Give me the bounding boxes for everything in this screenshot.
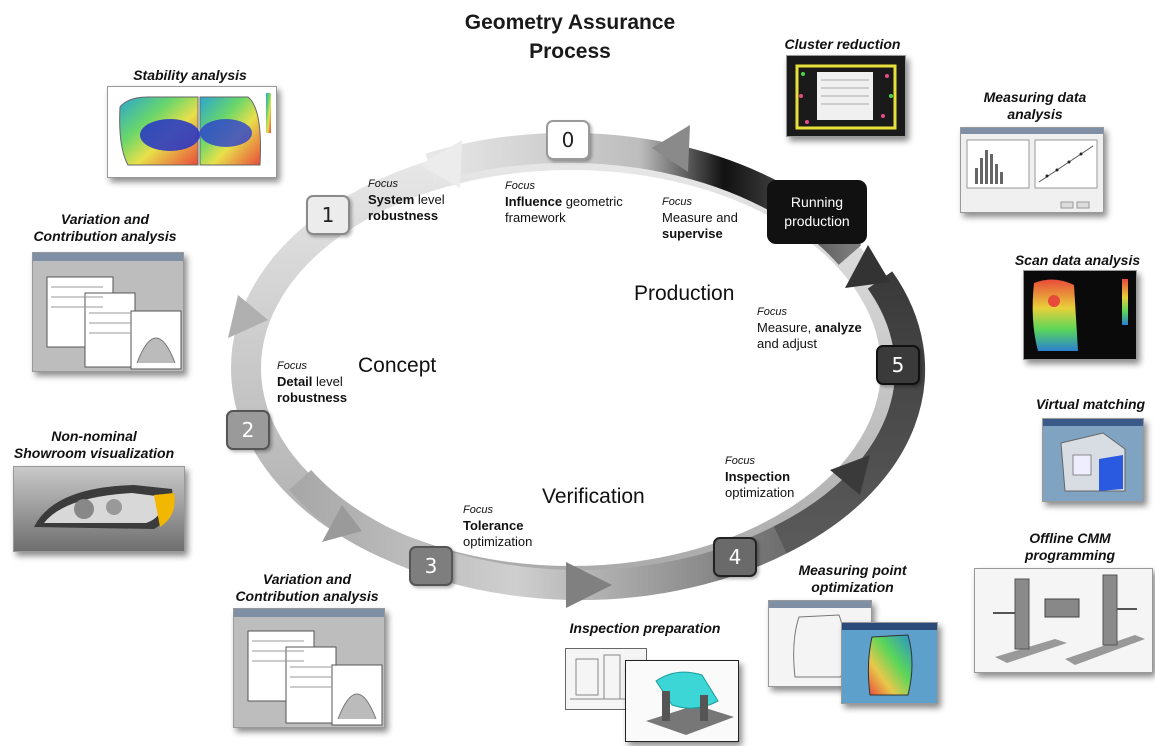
arrow-head-right-lower xyxy=(830,455,870,495)
focus-running: Focus Measure and supervise xyxy=(662,194,738,242)
caption-mpo-line1: Measuring point xyxy=(798,562,907,578)
caption-mpo: Measuring point optimization xyxy=(780,562,925,596)
focus-2-bold: Detail xyxy=(277,374,313,389)
focus-1-text: level xyxy=(414,192,445,207)
measuring-point-heatmap-image xyxy=(841,622,938,704)
focus-3-bold: Tolerance xyxy=(463,518,524,533)
caption-mda-line2: analysis xyxy=(1007,106,1063,122)
focus-4-bold: Inspection xyxy=(725,469,791,484)
focus-label: Focus xyxy=(277,360,307,372)
running-production-box: Running production xyxy=(767,180,867,244)
arrow-head-right-upper xyxy=(845,245,890,288)
focus-label: Focus xyxy=(505,180,535,192)
virtual-matching-image xyxy=(1042,418,1144,502)
focus-5-text: Measure, xyxy=(757,320,815,335)
focus-label: Focus xyxy=(662,196,692,208)
caption-var1-line2: Contribution analysis xyxy=(33,228,177,244)
arrow-head-bottom-left xyxy=(322,505,362,542)
caption-nonnom-line2: Showroom visualization xyxy=(13,445,175,461)
focus-step-0: Focus Influence geometric framework xyxy=(505,178,623,226)
running-line-1: Running xyxy=(790,194,844,210)
step-1: 1 xyxy=(306,195,350,235)
focus-2-text: level xyxy=(312,374,343,389)
running-line-2: production xyxy=(784,213,850,229)
focus-label: Focus xyxy=(463,504,493,516)
phase-verification: Verification xyxy=(542,485,645,508)
step-2: 2 xyxy=(226,410,270,450)
caption-cmm-line1: Offline CMM xyxy=(1029,530,1111,546)
variation-analysis-image-1 xyxy=(32,252,184,372)
focus-0-text: geometric xyxy=(562,194,623,209)
step-5: 5 xyxy=(876,345,920,385)
phase-production: Production xyxy=(634,282,735,305)
focus-run-bold: supervise xyxy=(662,226,723,241)
step-3: 3 xyxy=(409,546,453,586)
caption-virtual: Virtual matching xyxy=(1035,396,1146,412)
caption-stability: Stability analysis xyxy=(133,67,247,83)
caption-mda-line1: Measuring data xyxy=(983,89,1087,105)
arrow-head-top xyxy=(652,125,690,172)
caption-mpo-line2: optimization xyxy=(811,579,894,595)
caption-variation-1: Variation and Contribution analysis xyxy=(10,211,200,245)
caption-var1-line1: Variation and xyxy=(60,211,150,227)
focus-label: Focus xyxy=(368,178,398,190)
arrow-head-left xyxy=(228,295,268,338)
focus-5-bold: analyze xyxy=(814,320,862,335)
focus-1-line2: robustness xyxy=(368,208,439,223)
caption-var2-line2: Contribution analysis xyxy=(235,588,379,604)
caption-cmm: Offline CMM programming xyxy=(1005,530,1135,564)
caption-variation-2: Variation and Contribution analysis xyxy=(212,571,402,605)
arrow-head-top-left xyxy=(420,140,462,188)
step-4: 4 xyxy=(713,537,757,577)
focus-step-1: Focus System level robustness xyxy=(368,176,445,224)
inspection-preparation-image xyxy=(625,660,739,742)
focus-step-3: Focus Tolerance optimization xyxy=(463,502,532,550)
ring-right-segment xyxy=(773,271,926,554)
offline-cmm-programming-image xyxy=(974,568,1153,673)
focus-0-line2: framework xyxy=(505,210,566,225)
caption-non-nominal: Non-nominal Showroom visualization xyxy=(0,428,188,462)
measuring-data-analysis-image xyxy=(960,127,1104,213)
focus-step-4: Focus Inspection optimization xyxy=(725,453,794,501)
focus-2-line2: robustness xyxy=(277,390,348,405)
focus-step-2: Focus Detail level robustness xyxy=(277,358,347,406)
focus-1-bold: System xyxy=(368,192,415,207)
caption-inspection: Inspection preparation xyxy=(569,620,721,636)
phase-concept: Concept xyxy=(358,354,437,377)
focus-0-bold: Influence xyxy=(505,194,563,209)
headlight-visualization-image xyxy=(13,466,185,552)
focus-label: Focus xyxy=(725,455,755,467)
focus-label: Focus xyxy=(757,306,787,318)
step-0: 0 xyxy=(546,120,590,160)
caption-nonnom-line1: Non-nominal xyxy=(51,428,137,444)
caption-var2-line1: Variation and xyxy=(262,571,352,587)
arrow-head-bottom xyxy=(566,562,612,608)
focus-4-line2: optimization xyxy=(725,485,795,500)
title-line-2: Process xyxy=(529,40,611,63)
caption-scan: Scan data analysis xyxy=(1014,252,1141,268)
stability-analysis-image xyxy=(107,86,277,178)
variation-analysis-image-2 xyxy=(233,608,385,728)
diagram-title: Geometry Assurance Process xyxy=(440,8,700,66)
cluster-reduction-image xyxy=(786,55,906,137)
caption-mda: Measuring data analysis xyxy=(960,89,1110,123)
focus-step-5: Focus Measure, analyze and adjust xyxy=(757,304,862,352)
title-line-1: Geometry Assurance xyxy=(464,11,676,34)
caption-cmm-line2: programming xyxy=(1024,547,1116,563)
focus-3-line2: optimization xyxy=(463,534,533,549)
scan-data-analysis-image xyxy=(1023,270,1137,360)
ring-bottom-segment xyxy=(288,469,787,600)
focus-run-text: Measure and xyxy=(662,210,738,225)
caption-cluster: Cluster reduction xyxy=(784,36,901,52)
focus-5-line2: and adjust xyxy=(757,336,817,351)
